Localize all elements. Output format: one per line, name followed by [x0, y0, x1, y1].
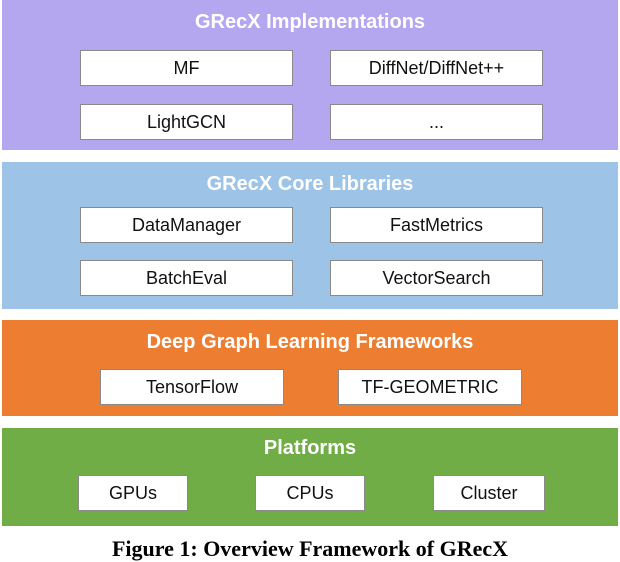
platforms-layer: Platforms GPUs CPUs Cluster: [2, 428, 618, 526]
implementations-layer: GRecX Implementations MF DiffNet/DiffNet…: [2, 0, 618, 150]
fastmetrics-box: FastMetrics: [330, 207, 543, 243]
core-libraries-layer-title: GRecX Core Libraries: [206, 173, 414, 195]
batcheval-box: BatchEval: [80, 260, 293, 296]
core-libraries-layer: GRecX Core Libraries DataManager FastMet…: [2, 162, 618, 309]
frameworks-layer-title: Deep Graph Learning Frameworks: [146, 331, 474, 353]
cluster-box: Cluster: [433, 475, 545, 511]
gpus-box: GPUs: [78, 475, 188, 511]
platforms-layer-title: Platforms: [263, 437, 357, 459]
mf-box: MF: [80, 50, 293, 86]
figure-caption: Figure 1: Overview Framework of GRecX: [111, 536, 509, 561]
diffnet-box: DiffNet/DiffNet++: [330, 50, 543, 86]
datamanager-box: DataManager: [80, 207, 293, 243]
lightgcn-box: LightGCN: [80, 104, 293, 140]
tensorflow-box: TensorFlow: [100, 369, 284, 405]
implementations-layer-title: GRecX Implementations: [194, 11, 426, 33]
frameworks-layer: Deep Graph Learning Frameworks TensorFlo…: [2, 320, 618, 416]
vectorsearch-box: VectorSearch: [330, 260, 543, 296]
cpus-box: CPUs: [255, 475, 365, 511]
more-implementations-box: ...: [330, 104, 543, 140]
tf-geometric-box: TF-GEOMETRIC: [338, 369, 522, 405]
